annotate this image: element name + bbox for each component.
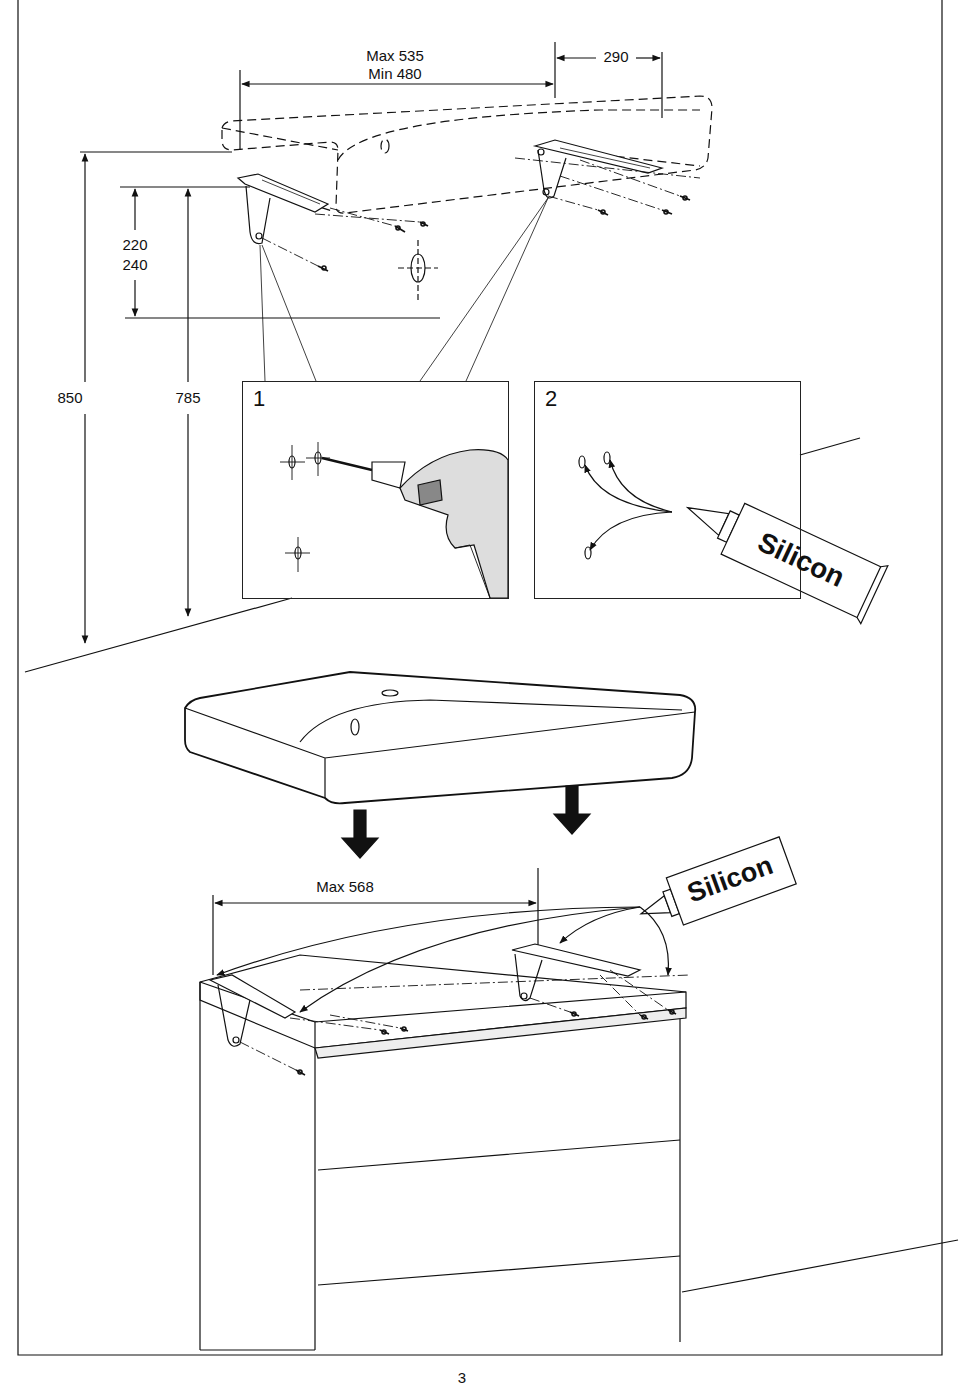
tube-label: Silicon <box>683 851 776 909</box>
dimension-label: 220 <box>122 237 147 254</box>
dimension-label: 785 <box>175 390 200 407</box>
dimension-label: 3 <box>458 1370 466 1387</box>
inset-panel: 2 <box>534 381 801 599</box>
dimension-label: Min 480 <box>368 66 421 83</box>
step-number: 1 <box>253 388 265 410</box>
dimension-label: Max 568 <box>316 879 374 896</box>
inset-panel: 1 <box>242 381 509 599</box>
dimension-label: 290 <box>603 49 628 66</box>
dimension-label: Max 535 <box>366 48 424 65</box>
dimension-label: 850 <box>57 390 82 407</box>
step-number: 2 <box>545 388 557 410</box>
dimension-label: 240 <box>122 257 147 274</box>
